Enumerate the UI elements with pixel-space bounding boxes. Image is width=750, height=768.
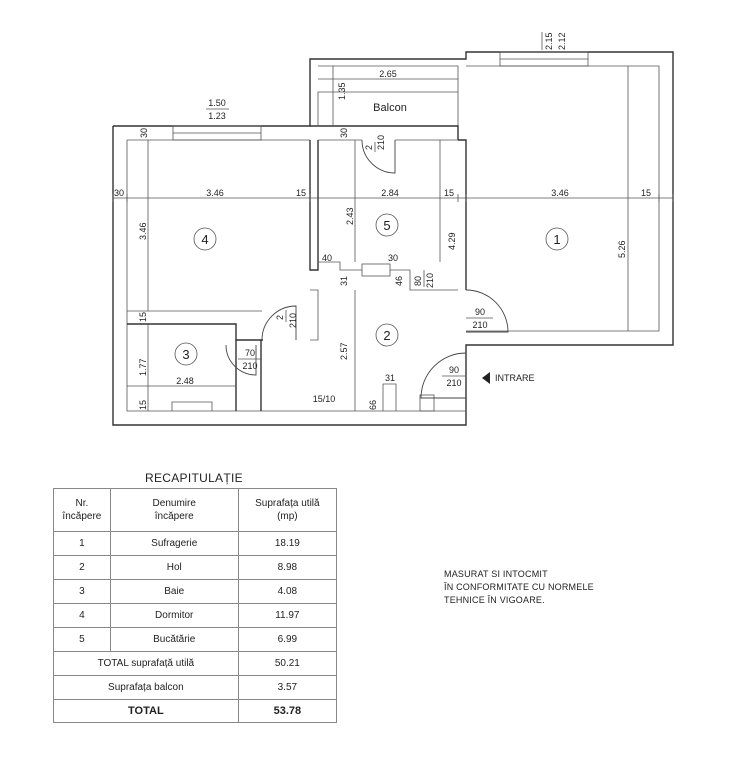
dim-door80-a: 80 xyxy=(413,276,423,286)
dim-door-room1-b: 210 xyxy=(472,320,487,330)
dim-window-right-b: 2.12 xyxy=(557,32,567,50)
balcony-label: Balcon xyxy=(373,102,407,114)
dim-15-left: 15 xyxy=(138,312,148,322)
dim-room5-width: 2.84 xyxy=(381,188,399,198)
header-area: Suprafața utilă(mp) xyxy=(237,488,338,532)
dim-room5-right-depth: 4.29 xyxy=(447,232,457,250)
room-4-number: 4 xyxy=(201,232,208,247)
dim-room4-right-wall: 15 xyxy=(296,188,306,198)
dim-door-room4-a: 2 xyxy=(275,315,285,320)
dim-room1-width: 3.46 xyxy=(551,188,569,198)
dim-door-bath-a: 70 xyxy=(245,348,255,358)
entrance-label: INTRARE xyxy=(495,373,535,383)
compliance-note: MASURAT SI INTOCMIT ÎN CONFORMITATE CU N… xyxy=(444,568,594,607)
windows xyxy=(172,51,589,141)
dim-room1-right-wall: 15 xyxy=(641,188,651,198)
room-5-number: 5 xyxy=(383,218,390,233)
dimension-lines xyxy=(112,66,674,411)
dim-15-10: 15/10 xyxy=(313,394,336,404)
dim-40: 40 xyxy=(322,253,332,263)
dim-46: 46 xyxy=(394,276,404,286)
table-row: 1 Sufragerie 18.19 xyxy=(53,531,338,556)
room-4-circle xyxy=(193,227,217,251)
table-row: 3 Baie 4.08 xyxy=(53,579,338,604)
room-1-circle xyxy=(545,227,569,251)
note-line: MASURAT SI INTOCMIT xyxy=(444,569,548,579)
room-3-number: 3 xyxy=(182,347,189,362)
dim-15-bottom: 15 xyxy=(138,400,148,410)
dim-balcony-depth: 1.35 xyxy=(337,82,347,100)
dim-hall-depth: 2.57 xyxy=(339,342,349,360)
total-useful-row: TOTAL suprafață utilă 50.21 xyxy=(53,651,338,676)
note-line: TEHNICE ÎN VIGOARE. xyxy=(444,595,545,605)
floor-plan: 1 2 3 4 5 Balcon INTRARE 2.15 2.12 1.50 … xyxy=(112,32,674,426)
note-line: ÎN CONFORMITATE CU NORMELE xyxy=(444,582,594,592)
dim-window-left-a: 1.50 xyxy=(208,98,226,108)
grand-total-row: TOTAL 53.78 xyxy=(53,699,338,723)
dim-wall-30-c: 30 xyxy=(114,188,124,198)
entrance-arrow-icon xyxy=(482,372,490,384)
dim-entry-door-b: 210 xyxy=(446,378,461,388)
recap-title: RECAPITULAȚIE xyxy=(145,471,243,485)
table-row: 5 Bucătărie 6.99 xyxy=(53,627,338,652)
dim-balcony-door-a: 2 xyxy=(364,145,374,150)
dim-66: 66 xyxy=(368,400,378,410)
dim-room4-width: 3.46 xyxy=(206,188,224,198)
dim-balcony-width: 2.65 xyxy=(379,69,397,79)
dim-room4-depth: 3.46 xyxy=(138,222,148,240)
dim-wall-30-b: 30 xyxy=(339,128,349,138)
table-row: 4 Dormitor 11.97 xyxy=(53,603,338,628)
dim-room1-depth: 5.26 xyxy=(617,240,627,258)
dimension-texts: 2.15 2.12 1.50 1.23 2.65 1.35 2 210 30 3… xyxy=(114,32,651,410)
dim-door-room4-b: 210 xyxy=(288,313,298,328)
dim-room5-depth: 2.43 xyxy=(345,207,355,225)
dim-door-bath-b: 210 xyxy=(242,361,257,371)
room-2-number: 2 xyxy=(383,328,390,343)
room-1-number: 1 xyxy=(553,232,560,247)
header-nr: Nr.încăpere xyxy=(53,488,111,532)
dim-31: 31 xyxy=(339,276,349,286)
dim-window-right-a: 2.15 xyxy=(544,32,554,50)
doors xyxy=(225,139,509,399)
dim-window-left-b: 1.23 xyxy=(208,111,226,121)
dim-30: 30 xyxy=(388,253,398,263)
dim-31-bottom: 31 xyxy=(385,373,395,383)
room-5-circle xyxy=(375,213,399,237)
dim-bath-depth: 1.77 xyxy=(138,358,148,376)
dim-entry-door-a: 90 xyxy=(449,365,459,375)
room-3-circle xyxy=(174,342,198,366)
dim-door-room1-a: 90 xyxy=(475,307,485,317)
dim-wall-30-a: 30 xyxy=(139,128,149,138)
dim-bath-width: 2.48 xyxy=(176,376,194,386)
interior-walls xyxy=(127,91,467,412)
dim-door80-b: 210 xyxy=(425,273,435,288)
dim-balcony-door-b: 210 xyxy=(376,135,386,150)
dim-room5-right-wall: 15 xyxy=(444,188,454,198)
table-row: 2 Hol 8.98 xyxy=(53,555,338,580)
room-2-circle xyxy=(375,323,399,347)
balcony-row: Suprafața balcon 3.57 xyxy=(53,675,338,700)
